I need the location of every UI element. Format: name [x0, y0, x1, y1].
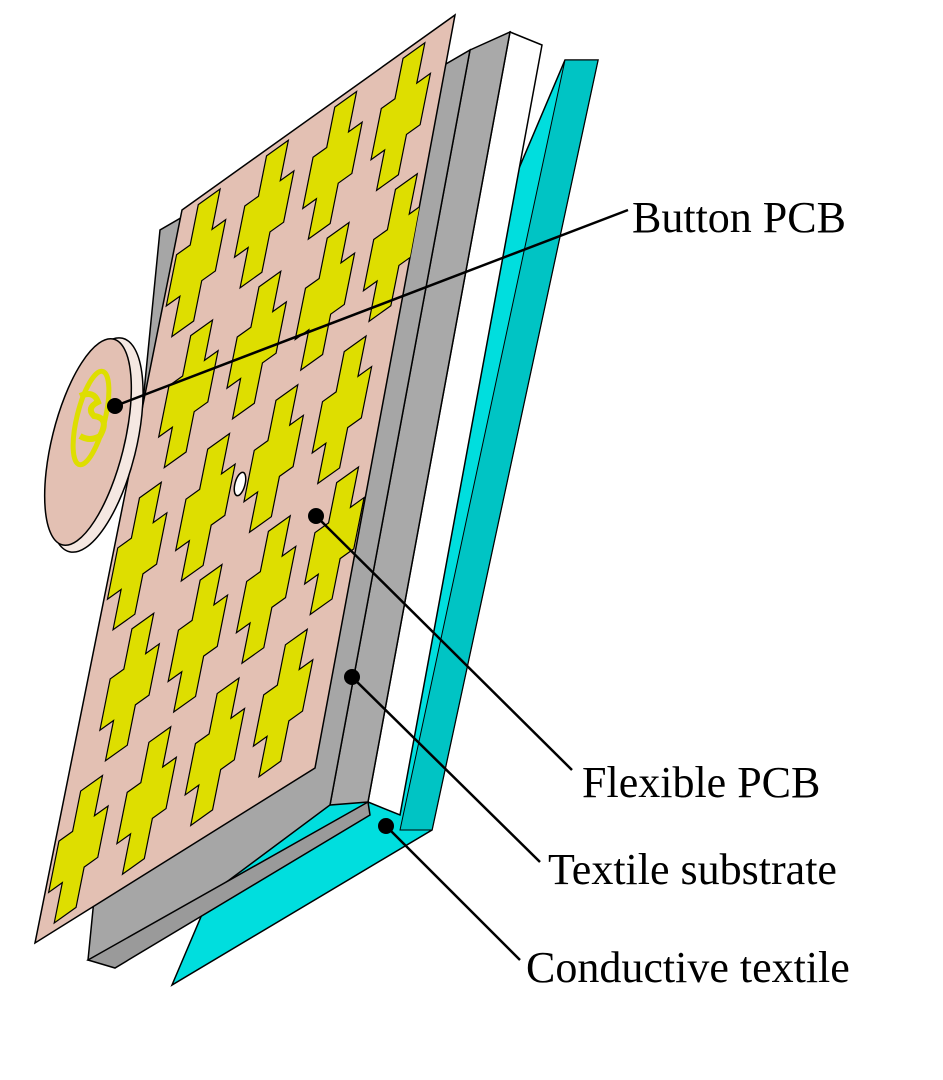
copper-cell: [370, 41, 432, 192]
leader-button-pcb: [114, 208, 629, 408]
leader-dot-button-pcb: [107, 398, 123, 414]
conductive-textile-edge: [399, 59, 599, 831]
copper-cell: [167, 563, 229, 714]
flexible-pcb-layer: [33, 13, 457, 945]
textile-substrate-bottom: [86, 800, 371, 969]
feed-hole-icon: [233, 471, 247, 497]
copper-cell: [106, 480, 168, 632]
copper-cell: [47, 774, 109, 925]
copper-cell: [99, 611, 161, 763]
copper-cell: [165, 187, 227, 338]
copper-cell: [303, 465, 365, 616]
copper-cell: [294, 221, 356, 372]
leader-textile-substrate: [351, 676, 541, 863]
copper-cell: [362, 172, 424, 323]
leader-conductive-textile: [385, 825, 521, 961]
copper-cell: [252, 627, 314, 779]
copper-cell: [311, 334, 373, 485]
label-textile-substrate: Textile substrate: [548, 845, 837, 894]
label-flexible-pcb: Flexible PCB: [582, 758, 820, 807]
copper-cell: [226, 269, 288, 421]
copper-cell: [301, 90, 364, 241]
label-conductive-textile: Conductive textile: [526, 943, 850, 992]
button-pcb-glyph: [78, 391, 107, 442]
copper-cell: [116, 725, 178, 876]
leader-dot-conductive-textile: [378, 818, 394, 834]
copper-pattern: [47, 41, 432, 925]
copper-cell: [184, 676, 246, 827]
leader-flexible-pcb: [315, 515, 573, 771]
copper-cell: [235, 514, 297, 665]
button-pcb: [43, 337, 144, 553]
leader-dot-flexible-pcb: [308, 508, 324, 524]
callout-leaders: [107, 208, 629, 961]
leader-dot-textile-substrate: [344, 669, 360, 685]
copper-cell: [233, 138, 295, 290]
copper-cell: [243, 383, 305, 534]
label-button-pcb: Button PCB: [632, 193, 846, 242]
copper-cell: [174, 432, 237, 583]
